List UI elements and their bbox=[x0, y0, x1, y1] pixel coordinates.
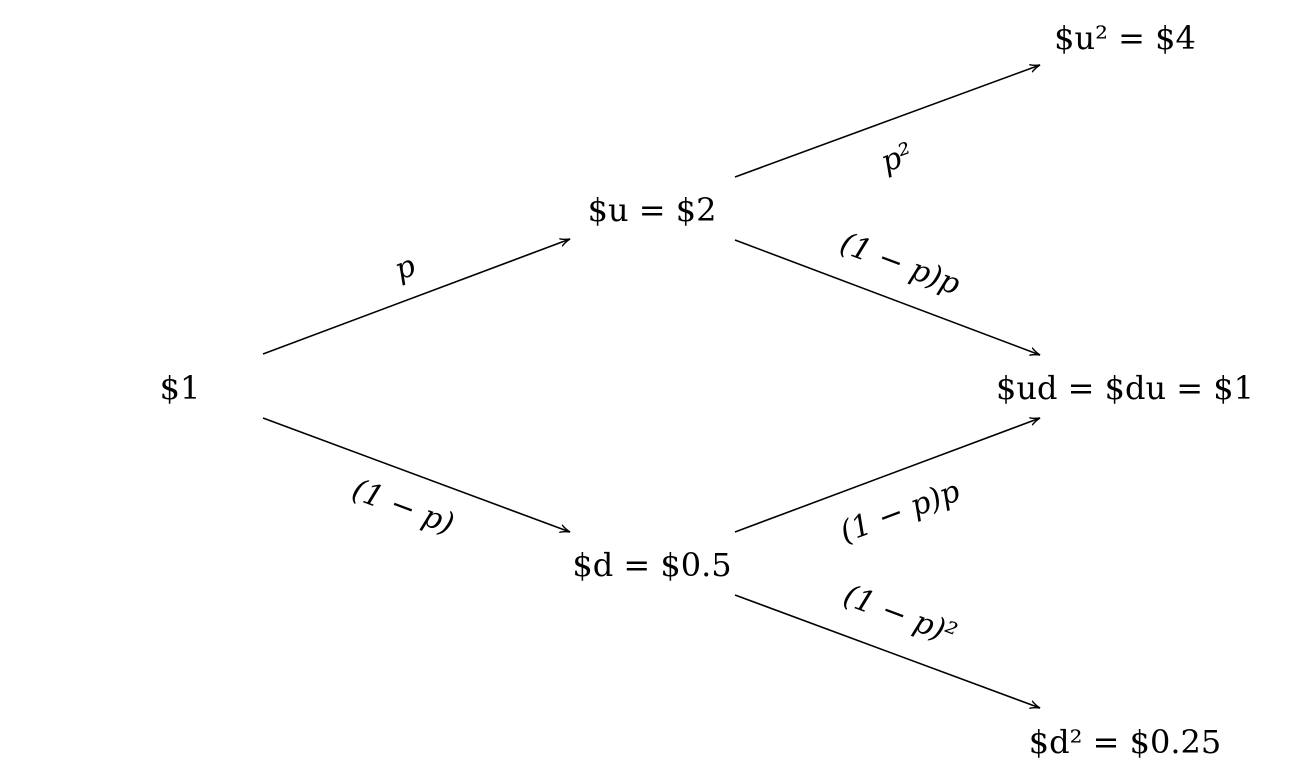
edge-label-root-up: p bbox=[390, 248, 420, 288]
edge-up-upup bbox=[734, 65, 1040, 178]
edge-label-root-down: (1 − p) bbox=[347, 472, 458, 542]
edge-root-down bbox=[262, 417, 570, 532]
node-down: $d = $0.5 bbox=[572, 546, 731, 584]
edge-root-up bbox=[262, 239, 570, 355]
node-root: $1 bbox=[160, 369, 201, 407]
edge-up-updown bbox=[734, 239, 1040, 355]
node-updown: $ud = $du = $1 bbox=[996, 369, 1254, 407]
edge-down-updown bbox=[734, 418, 1040, 533]
node-downdown: $d² = $0.25 bbox=[1029, 723, 1221, 761]
edge-label-up-updown: (1 − p)p bbox=[835, 226, 964, 303]
edge-label-up-upup: p² bbox=[876, 136, 918, 180]
node-upup: $u² = $4 bbox=[1054, 19, 1196, 57]
edge-down-downdown bbox=[734, 594, 1040, 708]
node-up: $u = $2 bbox=[588, 191, 717, 229]
edge-label-down-updown: (1 − p)p bbox=[835, 474, 964, 551]
